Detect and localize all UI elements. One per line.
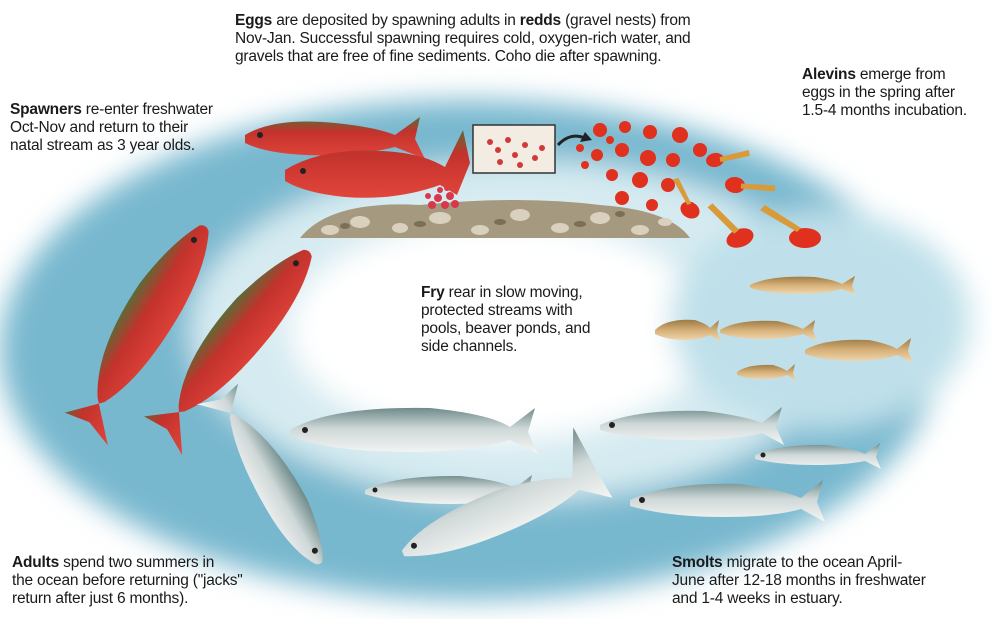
alevins-label: Alevins emerge from eggs in the spring a… — [802, 66, 992, 120]
fry-title: Fry — [421, 284, 445, 301]
smolts-title: Smolts — [672, 554, 722, 571]
eggs-label: Eggs are deposited by spawning adults in… — [235, 12, 775, 66]
smolts-label: Smolts migrate to the ocean April- June … — [672, 554, 987, 608]
adults-title: Adults — [12, 554, 59, 571]
spawners-title: Spawners — [10, 101, 82, 118]
fry-label: Fry rear in slow moving, protected strea… — [421, 284, 641, 356]
eggs-title: Eggs — [235, 12, 272, 29]
eggs-term-redds: redds — [520, 12, 561, 29]
alevins-title: Alevins — [802, 66, 856, 83]
spawners-label: Spawners re-enter freshwater Oct-Nov and… — [10, 101, 250, 155]
adults-label: Adults spend two summers in the ocean be… — [12, 554, 312, 608]
eggs-text-a: are deposited by spawning adults in — [272, 12, 520, 29]
fry-text: rear in slow moving, protected streams w… — [421, 284, 590, 355]
